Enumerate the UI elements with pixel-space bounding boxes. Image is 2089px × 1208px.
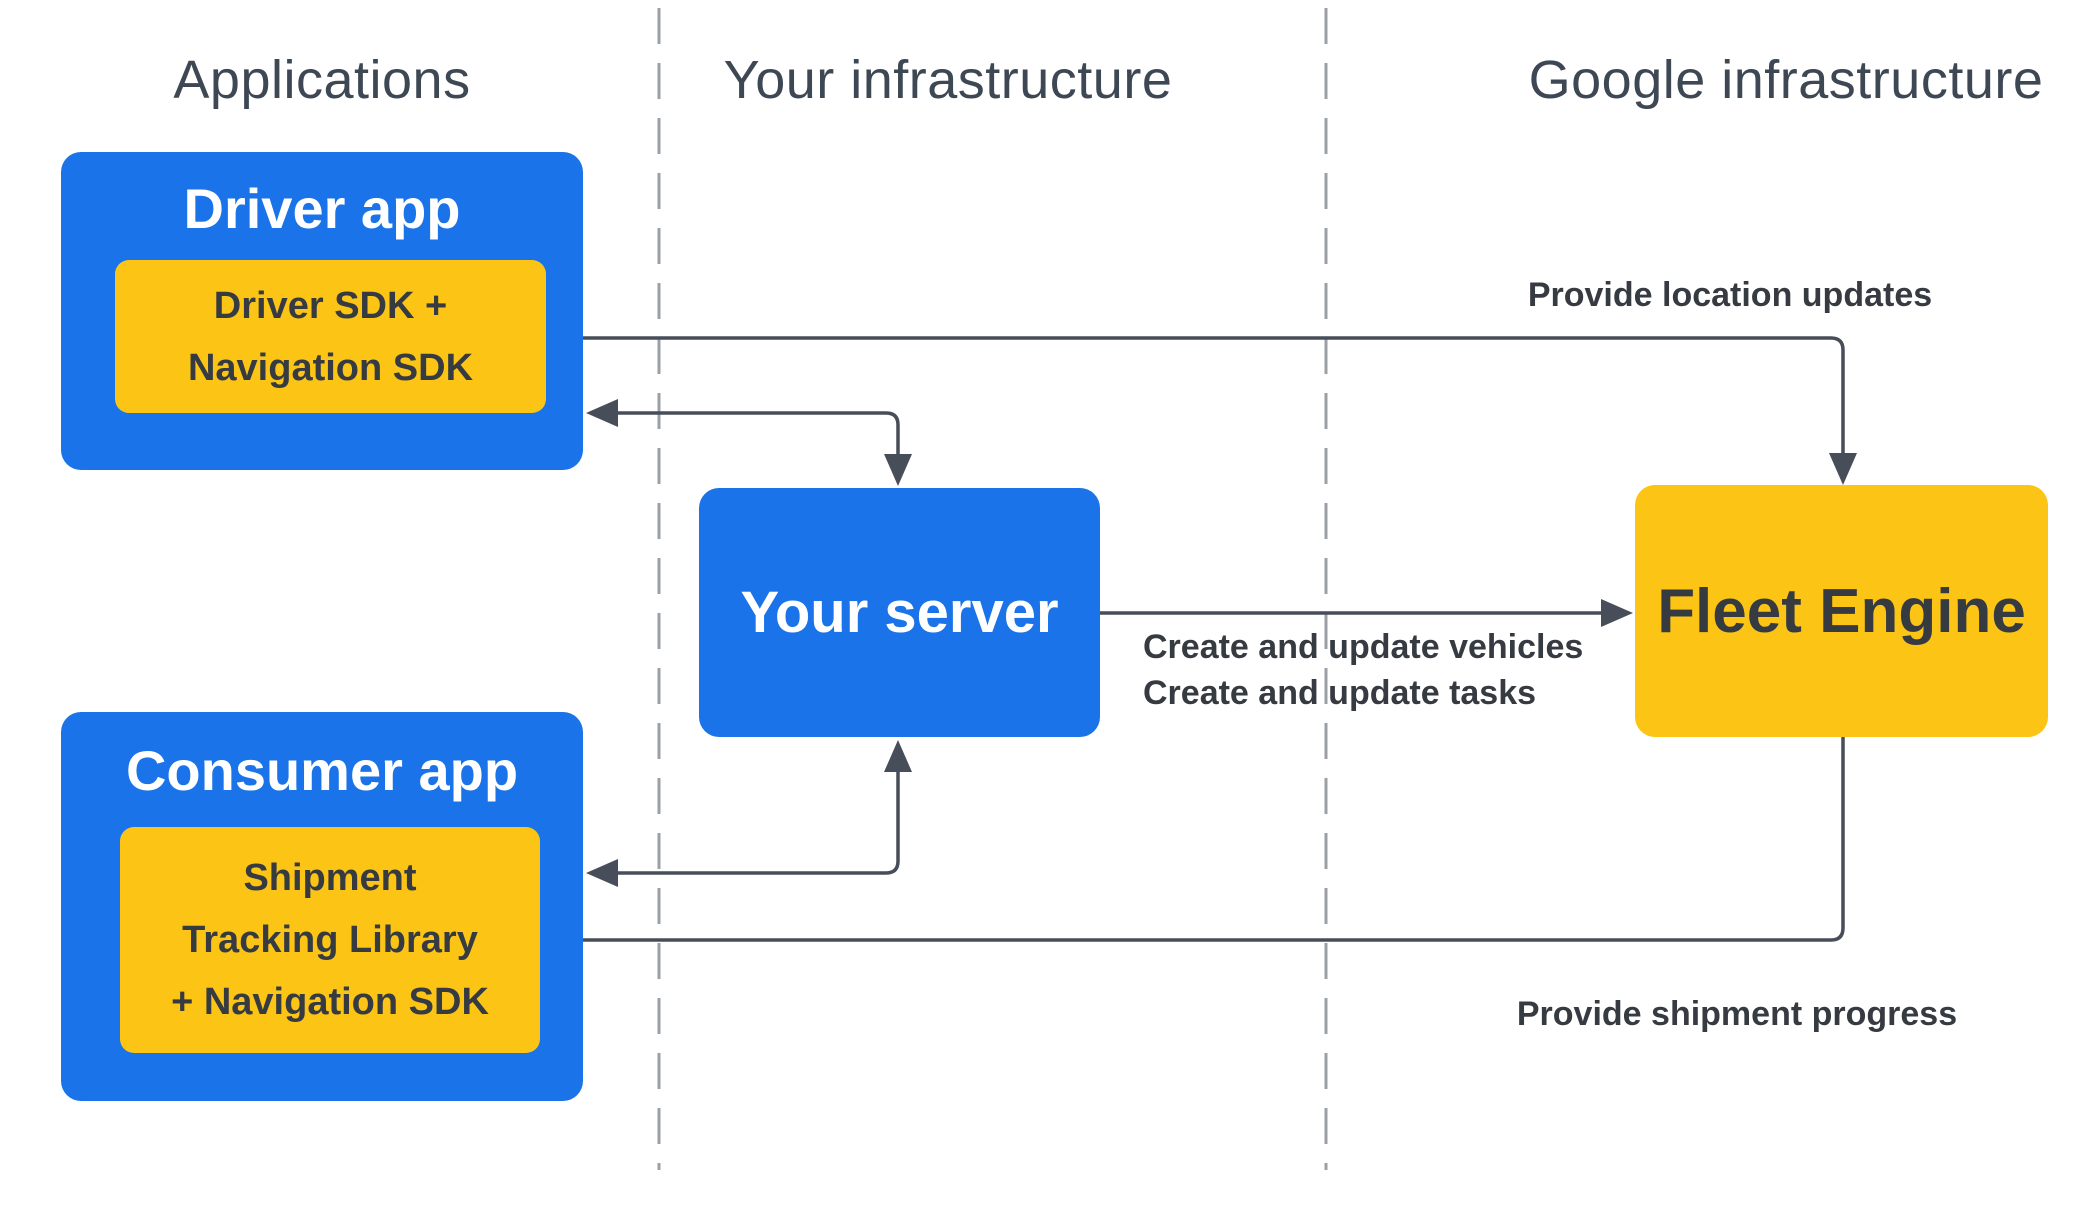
label-provide-shipment-progress: Provide shipment progress — [1516, 995, 1958, 1033]
label-create-tasks: Create and update tasks — [1143, 674, 1537, 712]
edge-driver-app-your-server — [615, 411, 900, 458]
arrowhead-into-driver-app — [586, 399, 618, 427]
arrowhead-into-your-server-bottom — [884, 740, 912, 772]
edge-shipment-progress — [578, 737, 1845, 942]
edge-consumer-app-your-server — [615, 762, 900, 875]
driver-app-title: Driver app — [183, 177, 461, 240]
shipment-lib-line1: Shipment — [243, 857, 417, 899]
driver-sdk-line2: Navigation SDK — [187, 346, 474, 389]
column-header-google-infrastructure: Google infrastructure — [1528, 50, 2044, 110]
label-create-and-update: Create and update vehicles Create and up… — [1143, 624, 1583, 716]
shipment-lib-line2: Tracking Library — [182, 919, 478, 961]
edge-location-updates — [579, 336, 1845, 456]
driver-sdk-line1: Driver SDK + — [213, 284, 448, 327]
driver-sdk-node: Driver SDK + Navigation SDK — [115, 260, 546, 413]
arrowhead-into-fleet-engine-top — [1829, 453, 1857, 485]
column-header-your-infrastructure: Your infrastructure — [723, 50, 1173, 110]
consumer-app-title: Consumer app — [125, 739, 519, 802]
fleet-engine-title: Fleet Engine — [1657, 576, 2026, 646]
shipment-lib-line3: + Navigation SDK — [171, 981, 489, 1023]
shipment-tracking-library-node: Shipment Tracking Library + Navigation S… — [120, 827, 540, 1053]
arrowhead-into-consumer-app — [586, 859, 618, 887]
column-header-applications: Applications — [173, 50, 471, 110]
fleet-engine-node: Fleet Engine — [1635, 485, 2048, 737]
your-server-title: Your server — [740, 580, 1059, 645]
label-create-vehicles: Create and update vehicles — [1143, 628, 1584, 666]
arrowhead-into-fleet-engine-left — [1601, 599, 1633, 627]
label-provide-location-updates: Provide location updates — [1527, 276, 1933, 314]
your-server-node: Your server — [699, 488, 1100, 737]
arrowhead-into-your-server-top — [884, 454, 912, 486]
